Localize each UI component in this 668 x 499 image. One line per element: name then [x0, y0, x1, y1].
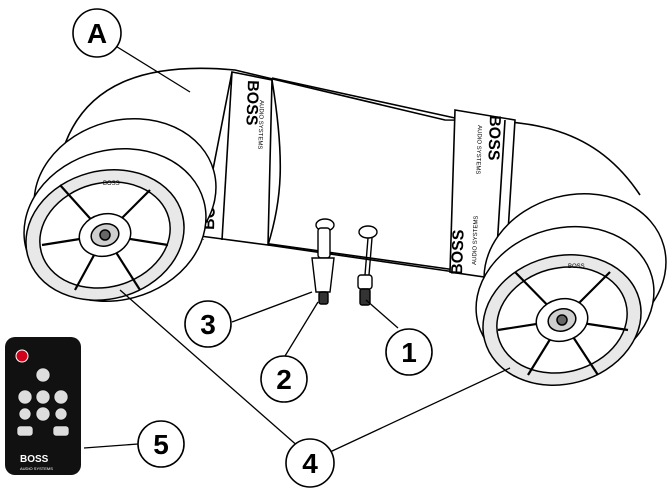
leader-lines: [83, 44, 511, 453]
power-plug-connector: [311, 218, 335, 305]
callout-2: 2: [260, 355, 308, 403]
svg-text:AUDIO SYSTEMS: AUDIO SYSTEMS: [474, 125, 482, 175]
callout-1: 1: [385, 328, 433, 376]
callout-4: 4: [285, 438, 335, 488]
remote-control: BOSS AUDIO SYSTEMS: [5, 337, 81, 475]
svg-text:AUDIO SYSTEMS: AUDIO SYSTEMS: [256, 100, 264, 150]
callout-3: 3: [184, 300, 232, 348]
svg-text:BOSS: BOSS: [568, 264, 585, 270]
callout-a: A: [72, 8, 122, 58]
svg-text:1: 1: [401, 337, 417, 368]
svg-text:BOSS: BOSS: [103, 181, 120, 187]
svg-text:A: A: [87, 18, 107, 49]
svg-text:2: 2: [276, 364, 292, 395]
svg-text:3: 3: [200, 309, 216, 340]
svg-text:BOSS: BOSS: [449, 229, 468, 275]
svg-text:4: 4: [302, 448, 318, 479]
svg-text:5: 5: [153, 429, 169, 460]
svg-text:AUDIO SYSTEMS: AUDIO SYSTEMS: [20, 466, 53, 471]
svg-text:BOSS: BOSS: [242, 80, 261, 126]
svg-text:BOSS: BOSS: [20, 454, 49, 465]
svg-text:AUDIO SYSTEMS: AUDIO SYSTEMS: [472, 216, 480, 266]
right-collar-branding: BOSS AUDIO SYSTEMS BOSS AUDIO SYSTEMS: [449, 115, 503, 275]
left-speaker: BOSS: [23, 117, 217, 303]
right-speaker: BOSS: [475, 192, 667, 386]
remote-power-button: [15, 349, 29, 363]
aux-input-jack: [357, 225, 378, 306]
svg-text:BOSS: BOSS: [484, 115, 503, 161]
callout-5: 5: [137, 420, 185, 468]
